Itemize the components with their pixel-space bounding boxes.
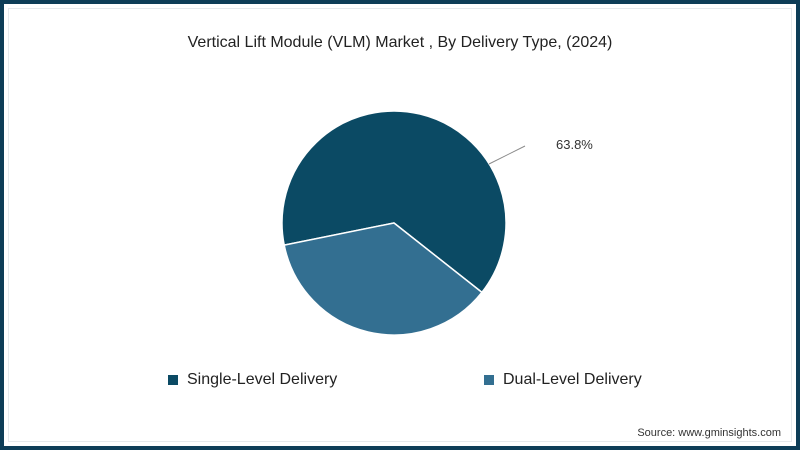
source-note: Source: www.gminsights.com bbox=[637, 427, 781, 439]
legend-label-dual-level: Dual-Level Delivery bbox=[503, 371, 642, 388]
legend-swatch-single-level bbox=[168, 375, 178, 385]
data-label-single-level: 63.8% bbox=[556, 137, 593, 152]
legend-item-single-level: Single-Level Delivery bbox=[168, 371, 337, 389]
legend-label-single-level: Single-Level Delivery bbox=[187, 371, 338, 388]
pie-slice-single-level bbox=[281, 110, 507, 294]
legend-swatch-dual-level bbox=[484, 375, 494, 385]
chart-inner-border bbox=[8, 8, 792, 442]
pie-slice-dual-level bbox=[283, 222, 483, 336]
chart-title: Vertical Lift Module (VLM) Market , By D… bbox=[187, 34, 613, 51]
legend-item-dual-level: Dual-Level Delivery bbox=[484, 371, 642, 389]
leader-line bbox=[488, 145, 526, 165]
